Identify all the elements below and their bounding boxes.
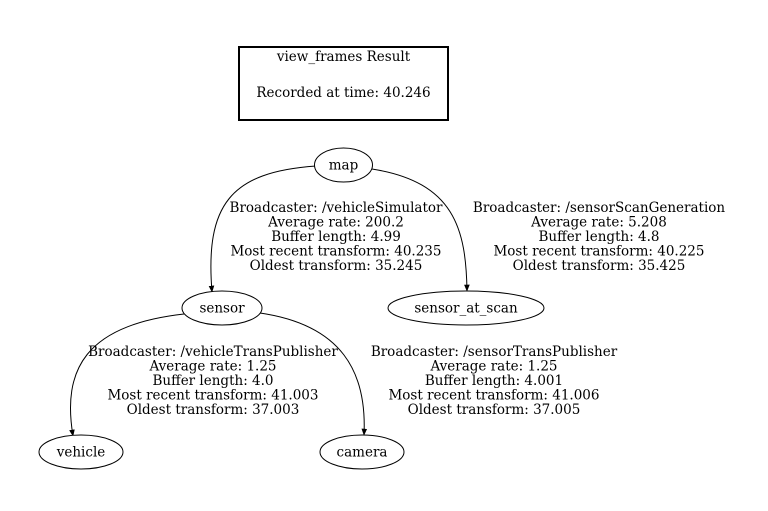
edge-map-sensor-at-scan: [371, 168, 470, 292]
edge-label-line: Broadcaster: /vehicleSimulator: [230, 200, 443, 216]
edge-label-line: Broadcaster: /sensorScanGeneration: [473, 200, 725, 216]
node-map-label: map: [329, 158, 359, 174]
edge-label-sensor-camera: Broadcaster: /sensorTransPublisher Avera…: [371, 344, 618, 418]
edge-label-map-sensor: Broadcaster: /vehicleSimulator Average r…: [230, 200, 443, 274]
edge-label-line: Average rate: 1.25: [148, 359, 276, 375]
edge-label-line: Most recent transform: 41.003: [107, 388, 318, 404]
node-sensor-label: sensor: [199, 301, 245, 317]
edge-label-sensor-vehicle: Broadcaster: /vehicleTransPublisher Aver…: [88, 344, 338, 418]
node-sensor: sensor: [181, 290, 263, 326]
node-sensor-at-scan: sensor_at_scan: [387, 290, 545, 326]
edge-label-line: Oldest transform: 35.245: [250, 258, 423, 274]
edge-label-line: Oldest transform: 37.003: [127, 402, 300, 418]
edge-label-line: Buffer length: 4.99: [271, 229, 401, 245]
node-map: map: [314, 147, 373, 183]
node-camera-label: camera: [337, 445, 388, 461]
header-recorded-time: Recorded at time: 40.246: [256, 85, 430, 101]
header-title: view_frames Result: [276, 49, 411, 65]
edge-label-line: Average rate: 200.2: [267, 215, 404, 231]
edge-label-line: Most recent transform: 40.235: [230, 244, 441, 260]
edge-label-line: Average rate: 1.25: [429, 359, 557, 375]
edge-label-line: Buffer length: 4.0: [152, 373, 273, 389]
node-camera: camera: [319, 434, 405, 470]
node-sensor-at-scan-label: sensor_at_scan: [414, 301, 518, 317]
node-vehicle: vehicle: [38, 434, 124, 470]
edge-sensor-camera: [259, 312, 368, 436]
edge-sensor-vehicle: [69, 313, 185, 437]
edge-label-line: Most recent transform: 40.225: [493, 244, 704, 260]
edge-label-line: Broadcaster: /vehicleTransPublisher: [88, 344, 338, 360]
edge-map-sensor: [208, 165, 317, 293]
edge-label-line: Average rate: 5.208: [530, 215, 667, 231]
edge-label-line: Most recent transform: 41.006: [388, 388, 599, 404]
edge-label-line: Oldest transform: 37.005: [408, 402, 581, 418]
edge-label-line: Buffer length: 4.001: [425, 373, 563, 389]
edge-label-line: Broadcaster: /sensorTransPublisher: [371, 344, 618, 360]
edge-label-line: Buffer length: 4.8: [538, 229, 659, 245]
edge-label-line: Oldest transform: 35.425: [513, 258, 686, 274]
node-vehicle-label: vehicle: [56, 445, 106, 461]
result-header-box: view_frames Result Recorded at time: 40.…: [238, 46, 449, 121]
edge-label-map-sensor-at-scan: Broadcaster: /sensorScanGeneration Avera…: [473, 200, 725, 274]
